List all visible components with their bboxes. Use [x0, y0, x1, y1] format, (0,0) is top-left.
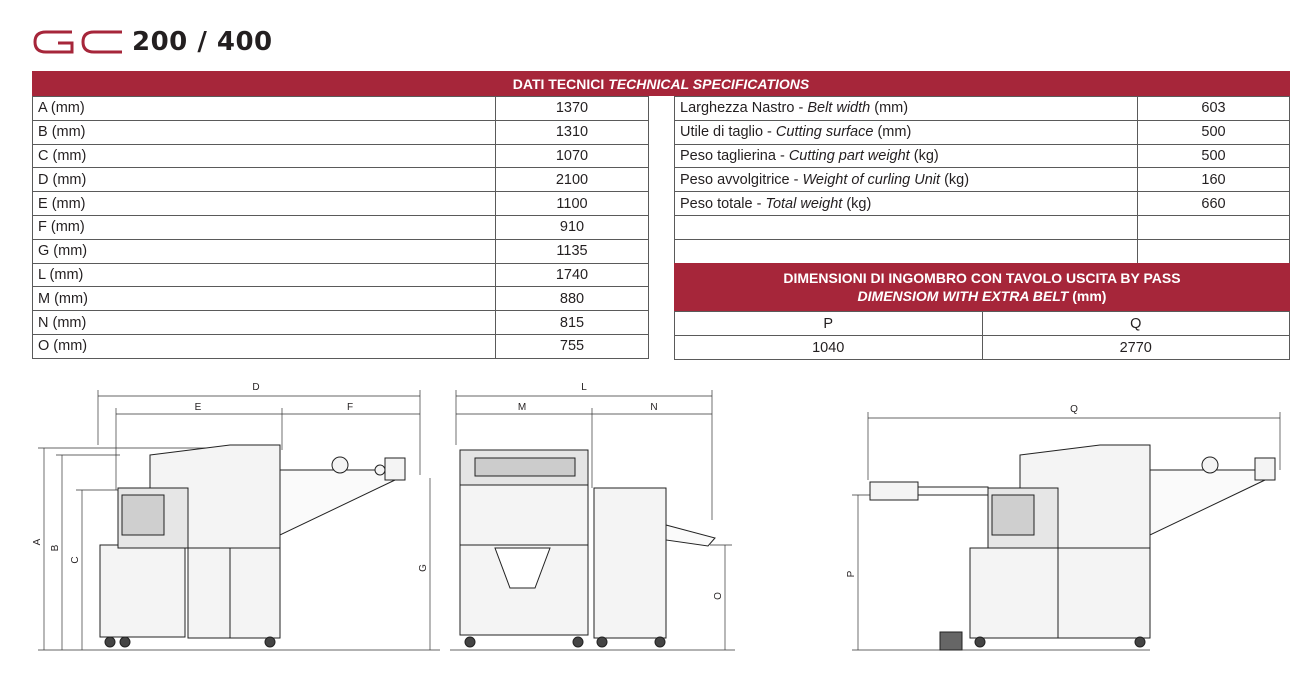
spec-value: 1310 — [495, 119, 649, 145]
gc-logo-icon — [33, 30, 122, 54]
dim-label-g: G — [418, 564, 429, 572]
specs-title-en: TECHNICAL SPECIFICATIONS — [608, 75, 810, 92]
spec-value: 500 — [1137, 119, 1290, 145]
table-row-empty — [674, 214, 1290, 240]
bypass-table: P Q 1040 2770 — [674, 311, 1290, 360]
table-row: G (mm)1135 — [32, 238, 649, 264]
spec-value: 660 — [1137, 191, 1290, 216]
dim-label-f: F — [347, 402, 353, 413]
bypass-title-it: DIMENSIONI DI INGOMBRO CON TAVOLO USCITA… — [783, 270, 1181, 286]
spec-label: N (mm) — [32, 310, 496, 335]
spec-value: 1100 — [495, 191, 649, 216]
spec-value: 910 — [495, 214, 649, 240]
spec-value: 160 — [1137, 167, 1290, 193]
spec-label: B (mm) — [32, 119, 496, 145]
model-name: 200 / 400 — [132, 27, 273, 57]
specs-header: DATI TECNICI TECHNICAL SPECIFICATIONS — [32, 71, 1290, 96]
table-row: B (mm)1310 — [32, 119, 649, 145]
front-view-drawing: L M N O — [450, 370, 740, 670]
table-row: F (mm)910 — [32, 214, 649, 240]
spec-label: A (mm) — [32, 96, 496, 121]
dim-label-c: C — [70, 556, 81, 563]
spec-value: 1135 — [495, 238, 649, 264]
table-row: Utile di taglio - Cutting surface (mm)50… — [674, 119, 1290, 145]
table-row: 1040 2770 — [674, 335, 1290, 360]
dim-label-m: M — [518, 402, 526, 413]
table-row: A (mm)1370 — [32, 96, 649, 121]
spec-label: Peso taglierina - Cutting part weight (k… — [674, 143, 1138, 169]
spec-label: D (mm) — [32, 167, 496, 193]
specs-title-it: DATI TECNICI — [512, 75, 605, 92]
bypass-header: DIMENSIONI DI INGOMBRO CON TAVOLO USCITA… — [674, 263, 1290, 311]
spec-value: 603 — [1137, 96, 1290, 121]
table-row: Peso totale - Total weight (kg)660 — [674, 191, 1290, 216]
dim-label-p: P — [846, 570, 857, 577]
table-row: Peso taglierina - Cutting part weight (k… — [674, 143, 1290, 169]
dim-label-d: D — [252, 382, 259, 393]
dim-label-n: N — [650, 402, 657, 413]
spec-value: 815 — [495, 310, 649, 335]
bypass-title-en-row: DIMENSIOM WITH EXTRA BELT (mm) — [857, 288, 1107, 304]
bypass-value-p: 1040 — [674, 335, 983, 360]
dim-label-b: B — [50, 544, 61, 551]
dim-label-q: Q — [1070, 404, 1078, 415]
bypass-view-drawing: Q P — [840, 370, 1290, 670]
spec-label: E (mm) — [32, 191, 496, 216]
spec-value: 2100 — [495, 167, 649, 193]
dim-label-l: L — [581, 382, 587, 393]
spec-label: M (mm) — [32, 286, 496, 312]
spec-label: L (mm) — [32, 262, 496, 288]
spec-value: 500 — [1137, 143, 1290, 169]
table-row: M (mm)880 — [32, 286, 649, 312]
spec-label: C (mm) — [32, 143, 496, 169]
table-row: Larghezza Nastro - Belt width (mm)603 — [674, 96, 1290, 121]
table-row: E (mm)1100 — [32, 191, 649, 216]
table-row: L (mm)1740 — [32, 262, 649, 288]
spec-label: F (mm) — [32, 214, 496, 240]
table-row: P Q — [674, 311, 1290, 336]
table-row: D (mm)2100 — [32, 167, 649, 193]
table-row: O (mm)755 — [32, 333, 649, 359]
bypass-title-en: DIMENSIOM WITH EXTRA BELT — [857, 288, 1069, 304]
bypass-header-q: Q — [981, 311, 1290, 336]
bypass-value-q: 2770 — [981, 335, 1290, 360]
dim-label-a: A — [32, 538, 43, 545]
spec-label: Larghezza Nastro - Belt width (mm) — [674, 96, 1138, 121]
spec-value: 1740 — [495, 262, 649, 288]
table-row: N (mm)815 — [32, 310, 649, 335]
spec-label: G (mm) — [32, 238, 496, 264]
left-spec-table: A (mm)1370 B (mm)1310 C (mm)1070 D (mm)2… — [32, 96, 649, 359]
table-row: Peso avvolgitrice - Weight of curling Un… — [674, 167, 1290, 193]
spec-label: Peso totale - Total weight (kg) — [674, 191, 1138, 216]
brand-logo: 200 / 400 — [32, 22, 273, 62]
side-view-drawing: D E F A B C G — [30, 370, 450, 670]
table-row-empty — [674, 238, 1290, 264]
dim-label-e: E — [195, 402, 202, 413]
spec-value: 880 — [495, 286, 649, 312]
spec-label: Peso avvolgitrice - Weight of curling Un… — [674, 167, 1138, 193]
spec-value: 1370 — [495, 96, 649, 121]
table-row: C (mm)1070 — [32, 143, 649, 169]
bypass-header-p: P — [674, 311, 983, 336]
spec-label: O (mm) — [32, 333, 496, 359]
spec-label: Utile di taglio - Cutting surface (mm) — [674, 119, 1138, 145]
right-spec-table: Larghezza Nastro - Belt width (mm)603 Ut… — [674, 96, 1290, 264]
dim-label-o: O — [713, 592, 724, 600]
spec-value: 1070 — [495, 143, 649, 169]
spec-value: 755 — [495, 333, 649, 359]
